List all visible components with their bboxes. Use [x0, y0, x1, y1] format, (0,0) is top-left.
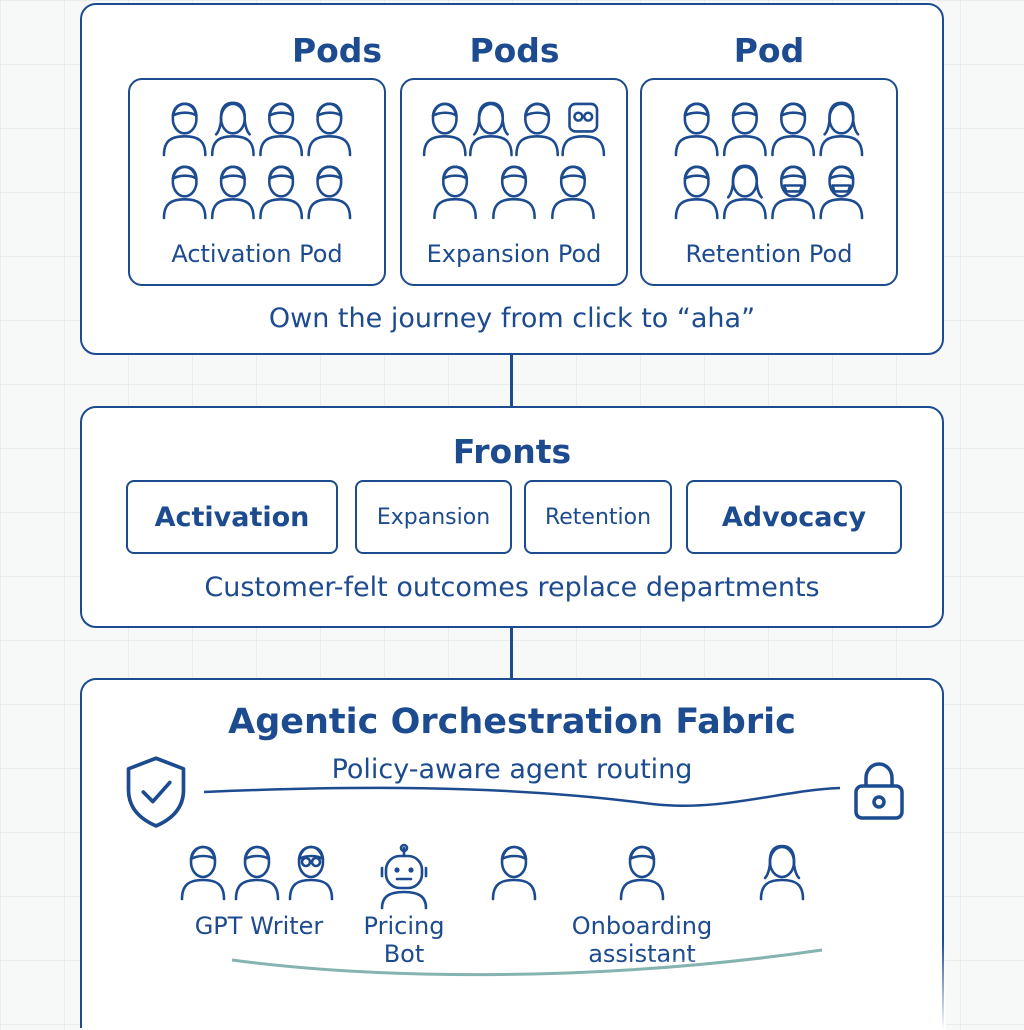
pod-person-icon: [674, 165, 719, 220]
pod-person-icon: [162, 102, 207, 157]
pod-person-icon: [771, 102, 816, 157]
agent-label-gpt-writer: GPT Writer: [194, 912, 324, 940]
onboarding-person-icon: [619, 845, 665, 901]
group-member-icon: [180, 845, 226, 901]
pod-person-icon: [210, 101, 255, 157]
pod-label-activation: Activation Pod: [171, 240, 343, 268]
pod-person-icon: [551, 165, 595, 220]
pod-person-icon: [307, 165, 352, 220]
lock-icon: [854, 762, 904, 820]
pod-person-icon: [259, 165, 304, 220]
routing-line: [203, 786, 841, 807]
pod-label-retention: Retention Pod: [685, 240, 853, 268]
pod-card-activation[interactable]: Activation Pod: [128, 78, 386, 286]
shield-check-icon: [126, 756, 186, 828]
pod-person-icon: [433, 165, 477, 220]
pod-person-icon: [515, 102, 559, 157]
pod-people-activation: [162, 101, 352, 220]
pod-card-expansion[interactable]: Expansion Pod: [400, 78, 628, 286]
connector-line-1: [510, 355, 513, 406]
pod-person-icon: [307, 102, 352, 157]
pods-header-3: Pod: [733, 31, 805, 70]
front-expansion[interactable]: Expansion: [355, 480, 512, 554]
pod-person-icon: [674, 102, 719, 157]
pod-person-icon: [819, 101, 864, 157]
pods-panel: Pods Pods Pod Activation Pod Expansion P…: [80, 3, 944, 355]
pod-person-icon: [422, 102, 467, 157]
pod-people-retention: [674, 101, 864, 220]
person-icon: [491, 845, 537, 901]
pods-caption: Own the journey from click to “aha”: [268, 303, 756, 334]
pod-person-icon: [722, 164, 767, 220]
robot-icon: [380, 843, 428, 910]
pod-person-icon: [162, 165, 207, 220]
front-activation[interactable]: Activation: [126, 480, 338, 554]
fronts-panel: Fronts Activation Expansion Retention Ad…: [80, 406, 944, 628]
fronts-caption: Customer-felt outcomes replace departmen…: [204, 572, 820, 603]
pod-person-icon: [771, 165, 816, 220]
front-retention[interactable]: Retention: [524, 480, 672, 554]
pod-person-icon: [469, 101, 513, 157]
people-group-icon: [180, 845, 334, 901]
pod-person-icon: [210, 165, 255, 220]
group-member-icon: [234, 845, 280, 901]
connector-line-2: [510, 628, 513, 678]
pods-header-2: Pods: [469, 31, 560, 70]
pod-person-icon: [561, 102, 606, 157]
routing-label: Policy-aware agent routing: [331, 754, 693, 785]
fronts-title: Fronts: [452, 432, 572, 471]
fabric-title: Agentic Orchestration Fabric: [228, 702, 796, 742]
pod-person-icon: [819, 165, 864, 220]
pods-header-1: Pods: [291, 31, 383, 70]
pod-people-expansion: [422, 101, 606, 220]
pod-person-icon: [492, 165, 536, 220]
front-advocacy[interactable]: Advocacy: [686, 480, 902, 554]
woman-icon: [759, 844, 805, 901]
fabric-panel: Agentic Orchestration Fabric Policy-awar…: [80, 678, 946, 1030]
pod-card-retention[interactable]: Retention Pod: [640, 78, 898, 286]
pod-person-icon: [259, 102, 304, 157]
pod-person-icon: [722, 102, 767, 157]
pod-label-expansion: Expansion Pod: [426, 240, 602, 268]
fabric-bottom-wave: [82, 940, 946, 1030]
group-member-icon: [288, 845, 334, 901]
